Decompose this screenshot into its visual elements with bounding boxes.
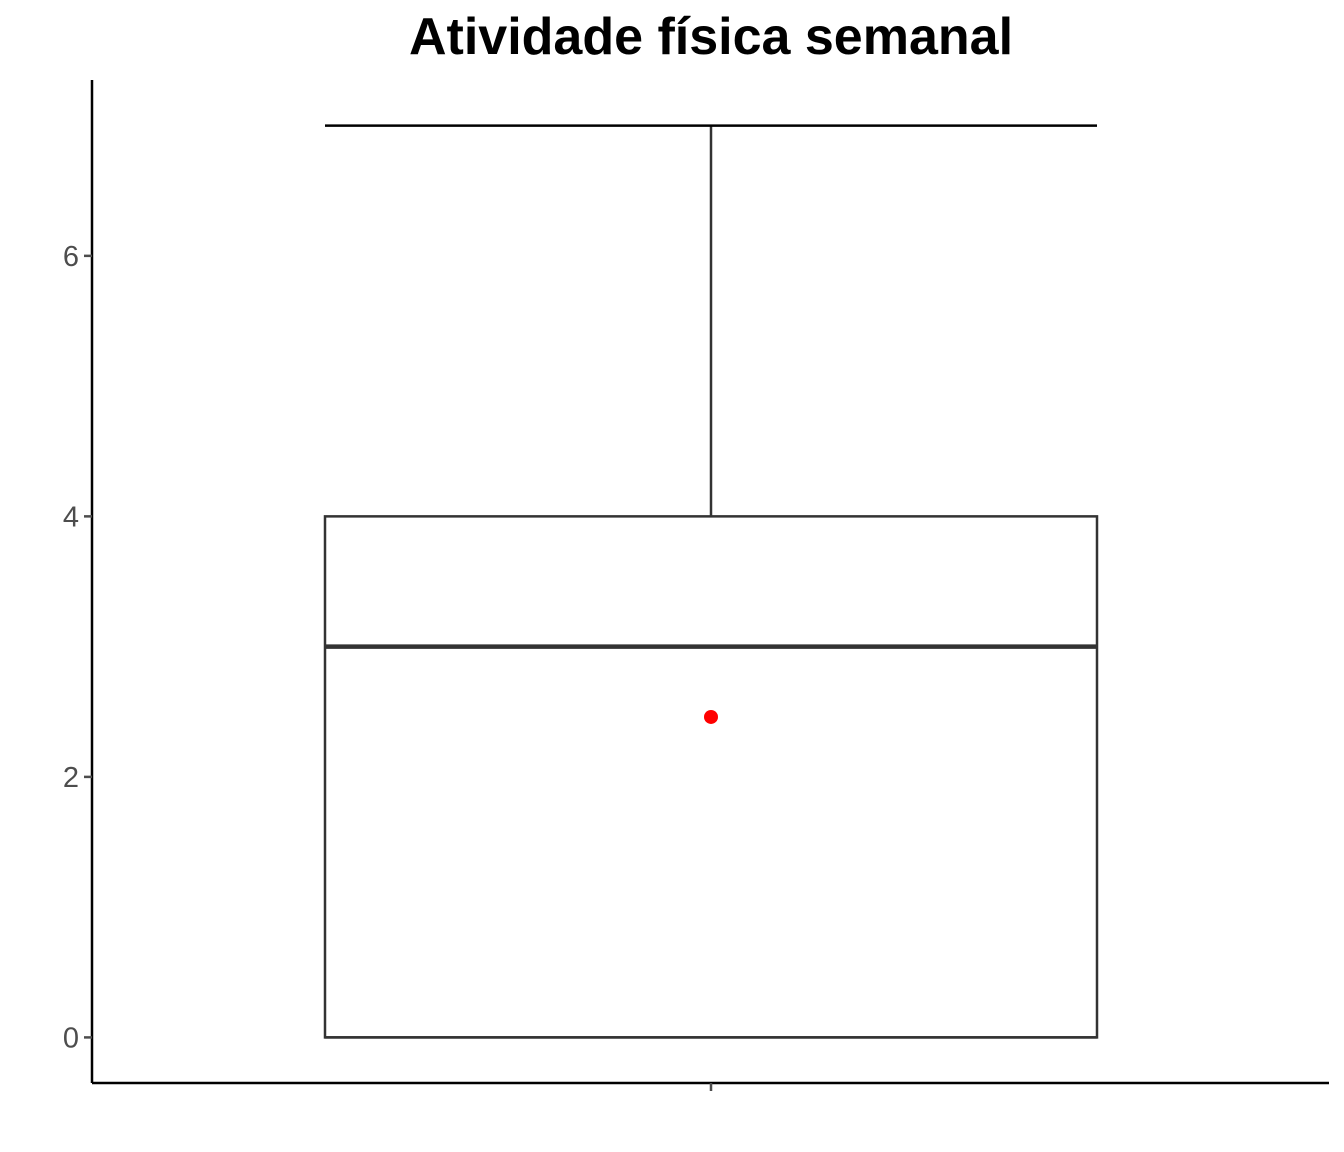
mean-point [704, 709, 718, 724]
y-tick-label: 2 [63, 762, 79, 794]
plot-area [323, 124, 1099, 1039]
y-tick-label: 0 [63, 1022, 79, 1054]
y-tick-label: 6 [63, 241, 79, 273]
axes: 0 2 4 6 [63, 80, 1329, 1091]
box-series [323, 124, 1099, 1039]
chart-title: Atividade física semanal [409, 8, 1013, 66]
y-tick-label: 4 [63, 501, 79, 533]
iqr-box [323, 515, 1099, 1039]
